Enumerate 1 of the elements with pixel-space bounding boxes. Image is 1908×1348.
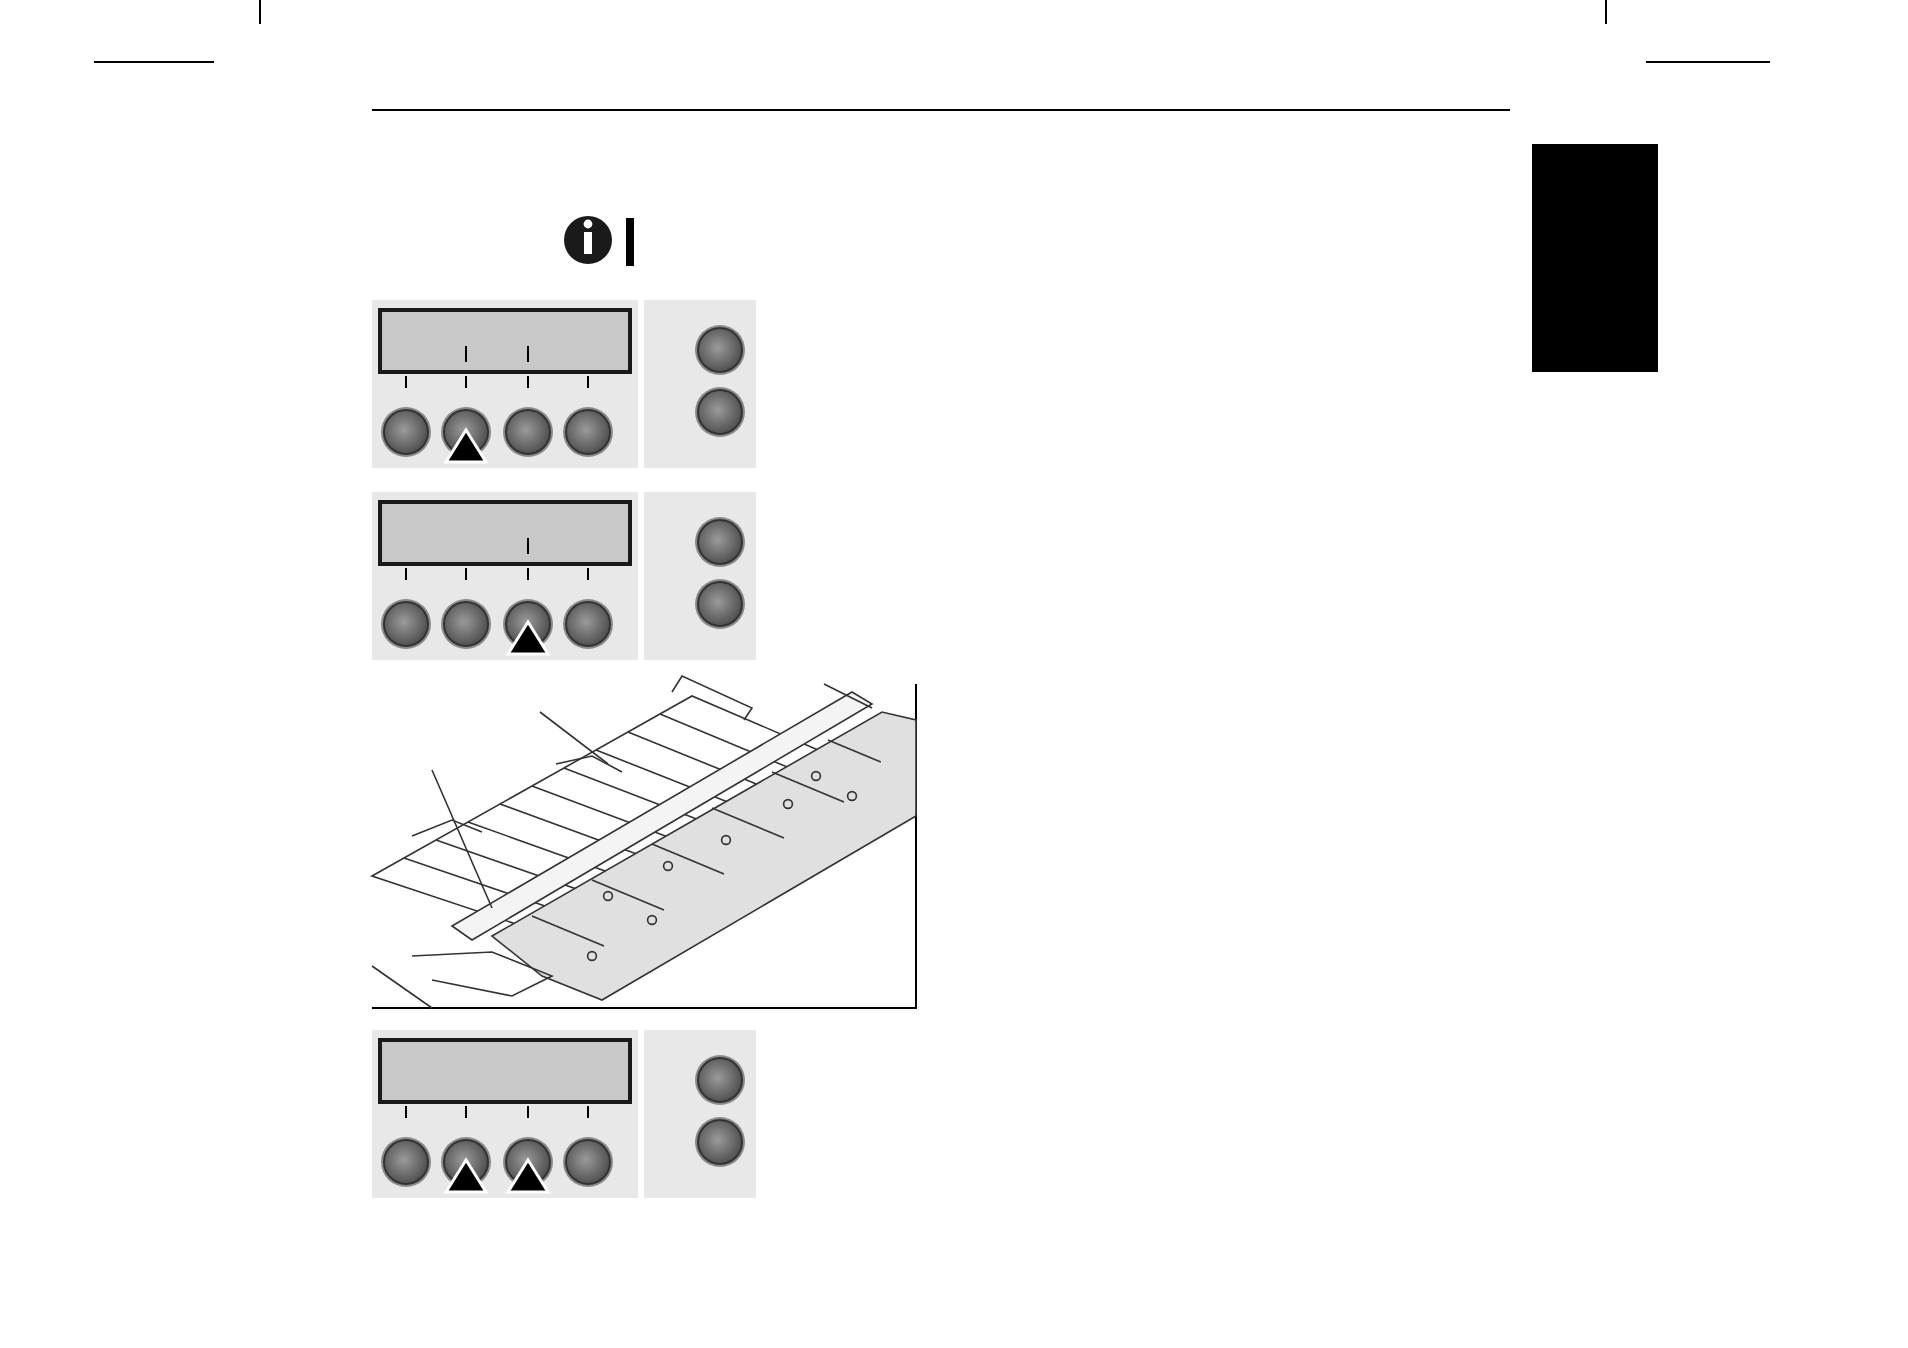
chapter-tab <box>1532 144 1658 372</box>
